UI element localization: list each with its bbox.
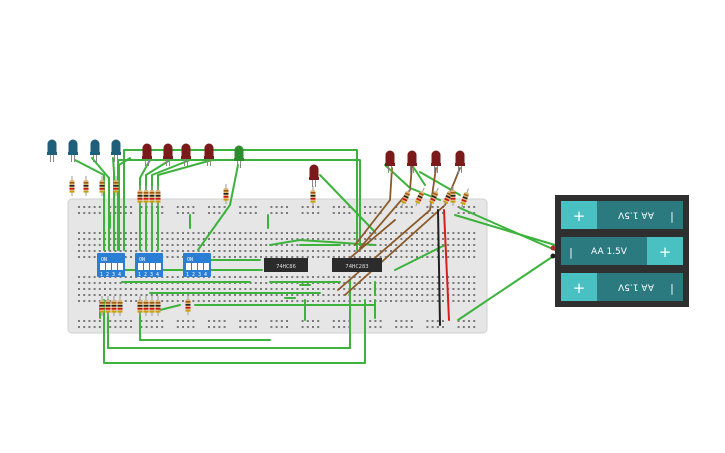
led[interactable] xyxy=(407,150,417,174)
cell-label: AA 1.5V xyxy=(591,247,628,257)
chip-label: 74HC283 xyxy=(345,264,368,270)
resistor[interactable] xyxy=(111,296,117,316)
led[interactable] xyxy=(234,145,244,169)
resistor[interactable] xyxy=(149,186,155,206)
leds[interactable] xyxy=(47,139,465,188)
power-wires[interactable] xyxy=(437,207,556,326)
led[interactable] xyxy=(111,139,121,163)
resistor[interactable] xyxy=(143,296,149,316)
plus-sign: + xyxy=(573,279,586,297)
dip-numbers: 1 2 3 4 xyxy=(138,272,159,278)
led[interactable] xyxy=(163,143,173,167)
resistor[interactable] xyxy=(113,176,119,196)
battery-lead-wire[interactable] xyxy=(459,207,556,251)
led[interactable] xyxy=(309,164,319,188)
resistor[interactable] xyxy=(99,176,105,196)
cell-label: AA 1.5V xyxy=(617,210,654,220)
plus-sign: + xyxy=(659,243,672,261)
battery-pack[interactable]: + | AA 1.5V + | AA 1.5V + | AA 1.5V xyxy=(550,195,690,307)
dip-on-label: ON xyxy=(101,257,107,263)
dip-on-label: ON xyxy=(139,257,145,263)
battery-cell-1: + | AA 1.5V xyxy=(561,201,683,229)
led[interactable] xyxy=(181,143,191,167)
led[interactable] xyxy=(385,150,395,174)
minus-sign: | xyxy=(670,210,674,223)
red-wire[interactable] xyxy=(443,209,450,321)
battery-cell-2: + | AA 1.5V xyxy=(561,237,683,265)
led[interactable] xyxy=(455,150,465,174)
led[interactable] xyxy=(47,139,57,163)
battery-terminal[interactable] xyxy=(550,245,556,251)
resistor[interactable] xyxy=(428,187,441,207)
resistor[interactable] xyxy=(137,186,143,206)
resistor[interactable] xyxy=(450,186,456,206)
resistor[interactable] xyxy=(137,296,143,316)
resistor[interactable] xyxy=(414,187,427,207)
led[interactable] xyxy=(431,150,441,174)
dip-on-label: ON xyxy=(187,257,193,263)
resistor[interactable] xyxy=(223,184,229,204)
resistors[interactable] xyxy=(69,176,471,316)
resistor[interactable] xyxy=(400,187,413,207)
battery-terminal[interactable] xyxy=(550,253,556,259)
chip-74hc283[interactable]: 74HC283 xyxy=(332,258,382,272)
dip-switch-3[interactable]: ON 1 2 3 4 xyxy=(183,253,211,278)
breadboard-holes xyxy=(78,206,476,328)
led[interactable] xyxy=(204,143,214,167)
dip-numbers: 1 2 3 4 xyxy=(186,272,207,278)
led[interactable] xyxy=(142,143,152,167)
resistor[interactable] xyxy=(310,186,316,206)
black-wire[interactable] xyxy=(437,209,441,326)
resistor[interactable] xyxy=(69,176,75,196)
minus-sign: | xyxy=(569,246,573,259)
led[interactable] xyxy=(68,139,78,163)
resistor[interactable] xyxy=(155,186,161,206)
resistor[interactable] xyxy=(143,186,149,206)
dip-numbers: 1 2 3 4 xyxy=(100,272,121,278)
cell-label: AA 1.5V xyxy=(617,282,654,292)
resistor[interactable] xyxy=(83,176,89,196)
resistor[interactable] xyxy=(459,188,471,209)
led[interactable] xyxy=(90,139,100,163)
resistor[interactable] xyxy=(155,296,161,316)
minus-sign: | xyxy=(670,282,674,295)
resistor[interactable] xyxy=(117,296,123,316)
dip-switch-2[interactable]: ON 1 2 3 4 xyxy=(135,253,163,278)
battery-cell-3: + | AA 1.5V xyxy=(561,273,683,301)
resistor[interactable] xyxy=(149,296,155,316)
chip-label: 74HC86 xyxy=(276,264,296,270)
dip-switch-1[interactable]: ON 1 2 3 4 xyxy=(97,253,125,278)
chip-74hc86[interactable]: 74HC86 xyxy=(264,258,308,272)
plus-sign: + xyxy=(573,207,586,225)
resistor[interactable] xyxy=(185,295,191,315)
resistor[interactable] xyxy=(105,296,111,316)
resistor[interactable] xyxy=(99,296,105,316)
